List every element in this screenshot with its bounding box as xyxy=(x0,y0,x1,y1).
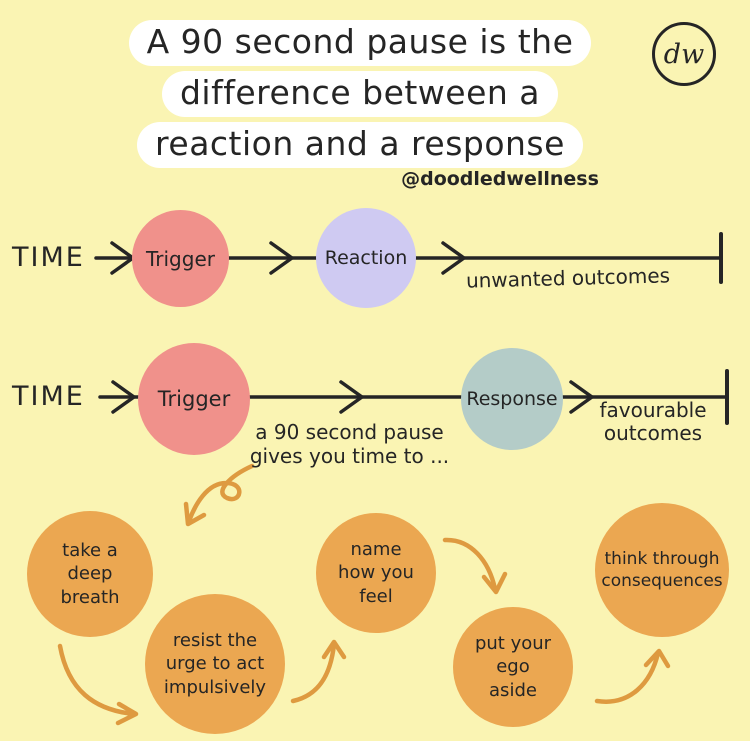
trigger-circle-reaction: Trigger xyxy=(132,210,229,307)
bubble-name-how-you-feel: name how you feel xyxy=(316,513,436,633)
pause-note: a 90 second pause gives you time to ... xyxy=(249,420,450,468)
curve-arrow-1 xyxy=(57,643,137,717)
arrowhead-icon xyxy=(569,380,594,414)
trigger-label: Trigger xyxy=(146,246,215,271)
bubble-label: resist the urge to act impulsively xyxy=(163,629,267,698)
bubble-take-a-deep-breath: take a deep breath xyxy=(27,511,153,637)
time-label-reaction: TIME xyxy=(12,242,85,273)
bubble-resist-the-urge: resist the urge to act impulsively xyxy=(145,594,285,734)
attribution-handle: @doodledwellness xyxy=(401,168,599,190)
logo-badge: dw xyxy=(652,22,716,86)
arrowhead-icon xyxy=(481,571,508,595)
bubble-put-your-ego-aside: put your ego aside xyxy=(453,607,573,727)
trigger-circle-response: Trigger xyxy=(138,343,250,455)
bubble-label: take a deep breath xyxy=(60,539,120,608)
title-line-1: A 90 second pause is the xyxy=(70,20,650,66)
response-circle: Response xyxy=(461,348,563,450)
page-title: A 90 second pause is the difference betw… xyxy=(70,20,650,173)
time-label-response: TIME xyxy=(12,381,85,412)
trigger-label: Trigger xyxy=(157,387,231,411)
title-line-3: reaction and a response xyxy=(70,122,650,168)
arrowhead-icon xyxy=(643,648,671,669)
title-line-2: difference between a xyxy=(70,71,650,117)
reaction-label: Reaction xyxy=(324,247,408,269)
arrowhead-icon xyxy=(115,701,139,726)
bubble-label: put your ego aside xyxy=(474,632,552,701)
bubble-label: think through consequences xyxy=(601,548,723,591)
arrowhead-icon xyxy=(111,380,136,414)
squiggle-arrow xyxy=(186,463,255,524)
curve-arrow-3 xyxy=(442,537,498,592)
arrowhead-icon xyxy=(321,639,347,660)
response-label: Response xyxy=(466,388,558,410)
arrowhead-icon xyxy=(339,380,364,414)
logo-monogram: dw xyxy=(663,38,705,70)
bubble-think-through-consequences: think through consequences xyxy=(595,503,729,637)
arrowhead-icon xyxy=(269,241,294,275)
arrowhead-icon xyxy=(441,241,466,275)
bubble-label: name how you feel xyxy=(338,538,414,607)
arrowhead-icon xyxy=(183,501,207,527)
curve-arrow-2 xyxy=(290,641,337,704)
curve-arrow-4 xyxy=(594,650,661,704)
reaction-circle: Reaction xyxy=(316,208,416,308)
favourable-outcomes-label: favourable outcomes xyxy=(599,398,707,445)
